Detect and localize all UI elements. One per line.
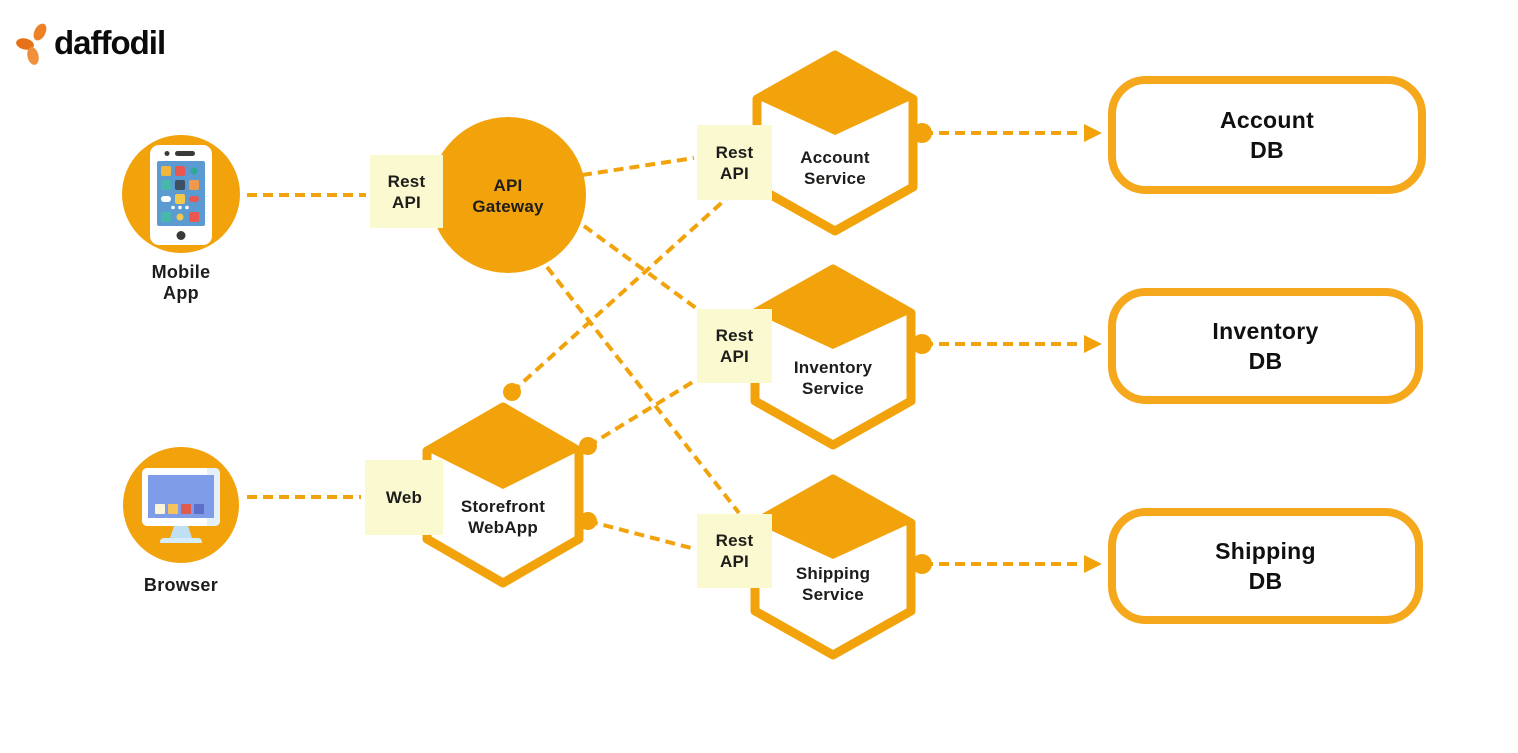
account-service-label: Account Service	[800, 148, 870, 188]
db-label: Inventory	[1212, 318, 1319, 344]
edge-gateway-to-inventory-restapi	[582, 224, 702, 313]
shipping-service-hexagon	[750, 474, 916, 660]
logo-text: daffodil	[54, 24, 166, 61]
db-label: DB	[1250, 137, 1284, 163]
inventory-service-label: Inventory Service	[793, 358, 873, 398]
edge-dot	[912, 554, 932, 574]
storefront-webapp-hexagon	[422, 402, 584, 588]
edge-gateway-to-shipping-restapi	[545, 265, 741, 515]
sticky-label: Rest	[387, 171, 426, 191]
edge-dot	[579, 437, 597, 455]
shipping-service-label: Shipping Service	[795, 564, 871, 604]
sticky-label: Web	[385, 488, 423, 507]
arrowhead-icon	[1084, 335, 1102, 353]
desktop-monitor-icon	[141, 467, 221, 556]
sticky-label: API	[720, 552, 749, 571]
edge-storefront-to-inventory-restapi	[586, 378, 698, 448]
inventory-db-box: Inventory DB	[1108, 288, 1423, 404]
daffodil-logo: daffodil	[16, 22, 166, 66]
db-label: DB	[1248, 568, 1283, 594]
arrowhead-icon	[1084, 555, 1102, 573]
db-label: Shipping	[1215, 538, 1316, 564]
edge-dot	[912, 334, 932, 354]
browser-caption: Browser	[143, 575, 219, 595]
daffodil-flower-icon	[16, 23, 47, 65]
shipping-db-box: Shipping DB	[1108, 508, 1423, 624]
db-label: Account	[1219, 107, 1315, 133]
api-gateway-label: API Gateway	[472, 176, 544, 216]
gateway-restapi-sticky: Rest API	[370, 155, 443, 228]
edge-gateway-to-account-restapi	[581, 156, 695, 177]
sticky-label: Rest	[715, 531, 754, 550]
sticky-label: API	[720, 347, 749, 366]
db-label: DB	[1248, 348, 1283, 374]
edge-dot	[503, 383, 521, 401]
sticky-label: Rest	[715, 142, 754, 162]
edge-storefront-to-shipping-restapi	[587, 519, 696, 551]
account-restapi-sticky: Rest API	[697, 125, 772, 200]
account-service-hexagon	[752, 50, 918, 236]
arrowhead-icon	[1084, 124, 1102, 142]
account-db-box: Account DB	[1108, 76, 1426, 194]
edge-storefront-to-account-restapi	[510, 195, 730, 394]
shipping-restapi-sticky: Rest API	[697, 514, 772, 588]
sticky-label: API	[392, 192, 421, 212]
api-gateway-circle	[430, 117, 586, 273]
sticky-label: API	[720, 163, 749, 183]
storefront-webapp-label: Storefront WebApp	[460, 497, 546, 537]
sticky-label: Rest	[715, 326, 754, 345]
smartphone-icon	[149, 144, 213, 251]
inventory-restapi-sticky: Rest API	[697, 309, 772, 383]
mobile-app-caption: Mobile App	[151, 262, 211, 303]
web-sticky: Web	[365, 460, 443, 535]
